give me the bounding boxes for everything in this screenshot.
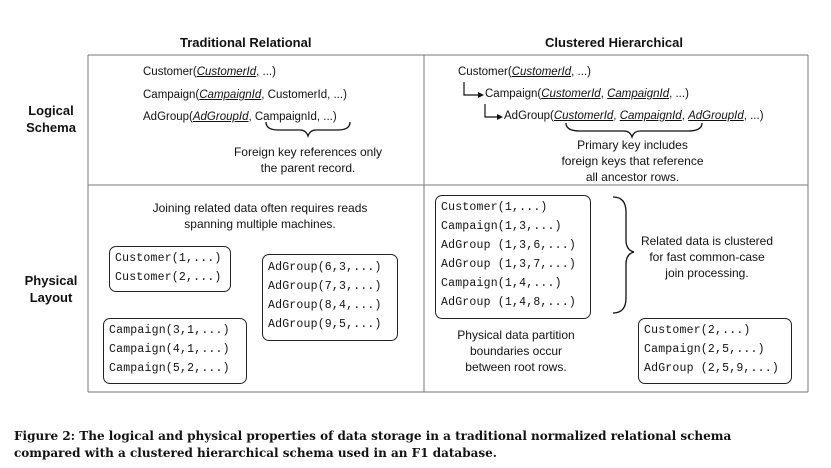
trad-customer-suffix: , ...) [256,66,276,78]
trad-adgroup-prefix: AdGroup( [143,111,193,123]
row-label-layout: Layout [29,290,73,305]
row-label-physical-layout: Physical Layout [20,272,82,306]
trad-customer-key: CustomerId [196,66,257,78]
trad-adgroup-suffix: , ...) [316,111,337,123]
trad-adgroup-schema: AdGroup(AdGroupId, CampaignId, ...) [143,111,337,123]
trad-adgroup-fk: CampaignId [254,111,317,123]
row-label-logical: Logical [28,103,74,118]
clus-root2-box: Customer(2,...) Campaign(2,5,...) AdGrou… [638,318,792,384]
trad-campaign-row: Campaign(5,2,...) [109,362,230,375]
adgroup-arrow-head [497,114,503,120]
clus-campaign-sep: , [600,88,608,100]
trad-adgroup-sep: , [248,111,255,123]
trad-customer-row: Customer(2,...) [115,271,222,284]
clus-campaign-suffix: , ...) [669,88,689,100]
trad-campaign-prefix: Campaign( [143,89,200,101]
partition-note-line3: between root rows. [465,360,567,374]
join-note: Joining related data often requires read… [135,200,385,232]
cluster-brace [612,196,635,314]
clus-adgroup-key1: CustomerId [553,110,614,122]
trad-adgroup-row: AdGroup(9,5,...) [268,318,382,331]
trad-campaign-key: CampaignId [199,89,262,101]
clus-root1-box: Customer(1,...) Campaign(1,3,...) AdGrou… [435,195,591,319]
clus-adgroup-key3: AdGroupId [688,110,744,122]
cluster-note-line3: join processing. [665,266,749,280]
cluster-note: Related data is clustered for fast commo… [632,233,782,281]
fk-note: Foreign key references only the parent r… [208,144,408,176]
partition-note: Physical data partition boundaries occur… [441,327,591,375]
adgroup-arrow [484,104,497,118]
fk-note-line2: the parent record. [260,161,356,175]
join-note-line2: spanning multiple machines. [184,217,336,231]
clus-root1-row: AdGroup (1,3,7,...) [441,258,576,271]
caption-line2: compared with a clustered hierarchical s… [14,446,497,460]
clus-adgroup-key2: CampaignId [619,110,682,122]
row-label-schema: Schema [26,120,76,135]
partition-note-line1: Physical data partition [457,328,575,342]
clus-root1-row: AdGroup (1,3,6,...) [441,239,576,252]
clus-root1-row: Customer(1,...) [441,201,548,214]
clus-root1-row: AdGroup (1,4,8,...) [441,296,576,309]
clus-customer-suffix: , ...) [571,66,591,78]
clus-customer-prefix: Customer( [458,66,512,78]
trad-customer-prefix: Customer( [143,66,197,78]
trad-customer-schema: Customer(CustomerId, ...) [143,66,276,78]
pk-note-line1: Primary key includes [577,138,688,152]
fk-brace [265,121,351,139]
cluster-note-line2: for fast common-case [649,250,765,264]
clus-root2-row: Campaign(2,5,...) [644,343,765,356]
pk-note-line2: foreign keys that reference [561,154,704,168]
clus-root2-row: Customer(2,...) [644,324,751,337]
clus-customer-schema: Customer(CustomerId, ...) [458,66,591,78]
clus-adgroup-suffix: , ...) [743,110,764,122]
clus-campaign-key2: CampaignId [607,88,670,100]
trad-campaign-schema: Campaign(CampaignId, CustomerId, ...) [143,89,347,101]
campaign-arrow [463,82,478,96]
figure-caption: Figure 2: The logical and physical prope… [14,428,822,462]
trad-adgroup-box: AdGroup(6,3,...) AdGroup(7,3,...) AdGrou… [262,254,398,341]
trad-campaign-suffix: , CustomerId, ...) [261,89,347,101]
pk-note: Primary key includes foreign keys that r… [520,137,745,185]
trad-campaign-row: Campaign(3,1,...) [109,324,230,337]
clus-customer-key: CustomerId [511,66,572,78]
cluster-note-line1: Related data is clustered [640,234,774,248]
clus-adgroup-sep1: , [613,110,620,122]
fk-note-line1: Foreign key references only [233,145,383,159]
clus-campaign-key1: CustomerId [541,88,601,100]
trad-adgroup-key: AdGroupId [192,111,249,123]
clus-adgroup-sep2: , [681,110,689,122]
header-clustered: Clustered Hierarchical [545,35,684,50]
row-label-logical-schema: Logical Schema [20,102,82,136]
clus-root1-row: Campaign(1,4,...) [441,277,562,290]
trad-adgroup-row: AdGroup(7,3,...) [268,280,382,293]
trad-adgroup-row: AdGroup(6,3,...) [268,261,382,274]
trad-customer-row: Customer(1,...) [115,252,222,265]
header-traditional: Traditional Relational [180,35,312,50]
pk-brace [565,122,703,140]
pk-note-line3: all ancestor rows. [585,170,680,184]
trad-campaign-row: Campaign(4,1,...) [109,343,230,356]
clus-root2-row: AdGroup (2,5,9,...) [644,362,779,375]
trad-customer-box: Customer(1,...) Customer(2,...) [109,246,231,292]
row-label-physical: Physical [24,273,78,288]
partition-note-line2: boundaries occur [469,344,563,358]
caption-line1: Figure 2: The logical and physical prope… [14,429,732,443]
clus-adgroup-schema: AdGroup(CustomerId, CampaignId, AdGroupI… [504,110,764,122]
clus-campaign-prefix: Campaign( [485,88,542,100]
trad-adgroup-row: AdGroup(8,4,...) [268,299,382,312]
join-note-line1: Joining related data often requires read… [152,201,368,215]
clus-root1-row: Campaign(1,3,...) [441,220,562,233]
clus-adgroup-prefix: AdGroup( [504,110,554,122]
clus-campaign-schema: Campaign(CustomerId, CampaignId, ...) [485,88,689,100]
trad-campaign-box: Campaign(3,1,...) Campaign(4,1,...) Camp… [103,318,247,384]
campaign-arrow-head [478,92,484,98]
